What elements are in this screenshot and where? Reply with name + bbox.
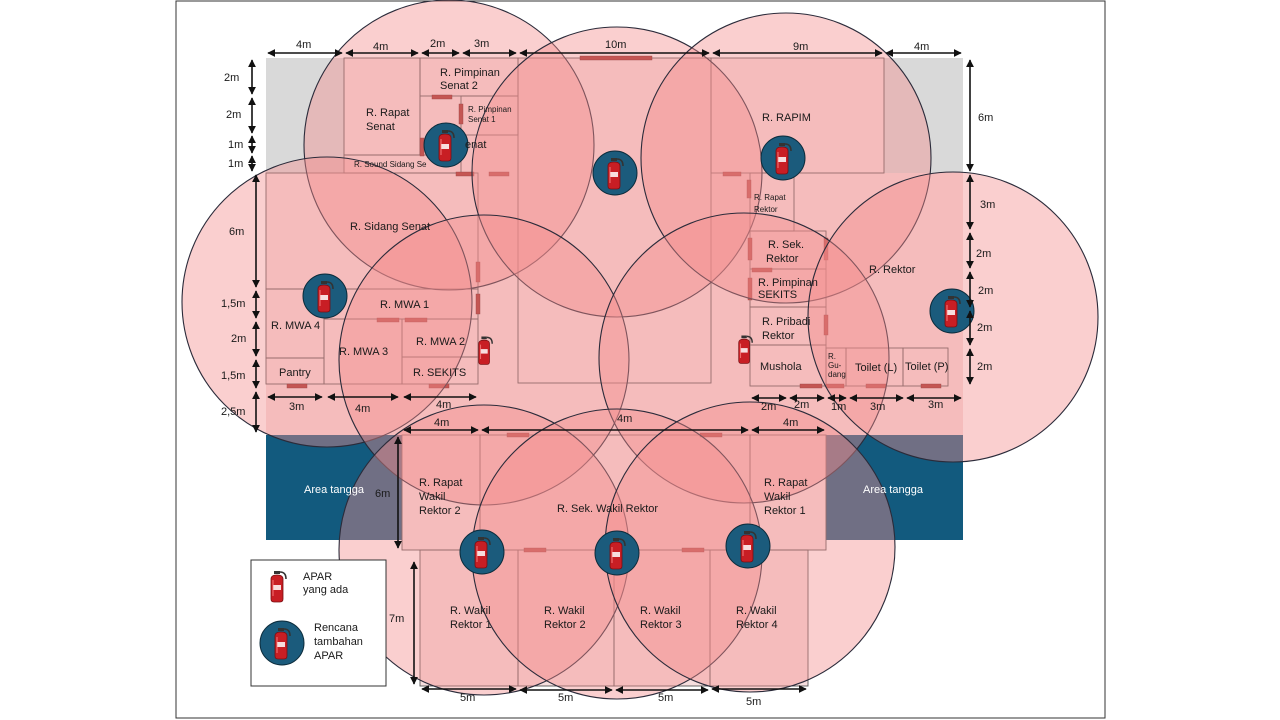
room-label: R. MWA 3 xyxy=(339,346,388,358)
room-label: R. MWA 1 xyxy=(380,299,429,311)
room-label: Toilet (L) xyxy=(855,362,897,374)
apar-planned-icon xyxy=(592,150,638,196)
dimension-label: 1,5m xyxy=(221,298,245,310)
room-label: Mushola xyxy=(760,361,802,373)
stair-area-left xyxy=(266,435,402,540)
dimension-label: 1m xyxy=(831,401,846,413)
room-label: R.Gu-dang xyxy=(828,352,846,379)
apar-planned-icon xyxy=(459,529,505,575)
dimension-label: 1m xyxy=(228,139,243,151)
dimension-label: 9m xyxy=(793,41,808,53)
dimension-label: 2m xyxy=(978,285,993,297)
stair-area-right xyxy=(826,435,963,540)
room-label: R. Sek.Rektor xyxy=(766,239,804,265)
apar-planned-icon xyxy=(760,135,806,181)
dimension-label: 2m xyxy=(976,248,991,260)
dimension-label: 4m xyxy=(355,403,370,415)
room-label: R. MWA 4 xyxy=(271,320,320,332)
dimension-label: 4m xyxy=(434,417,449,429)
room-label: Toilet (P) xyxy=(905,361,948,373)
doors xyxy=(286,55,942,553)
dimension-label: 3m xyxy=(928,399,943,411)
dimension-label: 4m xyxy=(617,413,632,425)
dimension-label: 3m xyxy=(980,199,995,211)
dimension-label: 4m xyxy=(296,39,311,51)
apar-planned-icon xyxy=(302,273,348,319)
dimension-label: 5m xyxy=(746,696,761,708)
dimension-labels: 4m 4m 2m 3m 10m 9m 4m 2m 2m 1m 1m 6m 1,5… xyxy=(221,38,995,708)
apar-planned-icon xyxy=(594,530,640,576)
dimension-label: 1m xyxy=(228,158,243,170)
dimension-label: 5m xyxy=(658,692,673,704)
dimension-label: 10m xyxy=(605,39,626,51)
room-label: Pantry xyxy=(279,367,311,379)
legend: APAR yang ada Rencana tambahan APAR xyxy=(250,559,387,687)
room-label: R. SEKITS xyxy=(413,367,466,379)
apar-planned-icon xyxy=(725,523,771,569)
dimension-label: 2m xyxy=(977,322,992,334)
dimension-label: 4m xyxy=(436,399,451,411)
legend-planned-label: Rencana tambahan APAR xyxy=(314,622,366,662)
room-label: R. Sidang Senat xyxy=(350,221,430,233)
dimension-label: 5m xyxy=(558,692,573,704)
room-label: enat xyxy=(465,139,486,151)
apar-planned-icon xyxy=(929,288,975,334)
apar-planned-markers xyxy=(302,122,975,576)
dimension-label: 1,5m xyxy=(221,370,245,382)
dimension-label: 6m xyxy=(375,488,390,500)
dimension-label: 6m xyxy=(978,112,993,124)
dimension-label: 7m xyxy=(389,613,404,625)
dimension-label: 2m xyxy=(226,109,241,121)
dimension-label: 4m xyxy=(373,41,388,53)
room-label: R. Sek. Wakil Rektor xyxy=(557,503,658,515)
dimension-label: 2m xyxy=(224,72,239,84)
dimension-label: 2m xyxy=(794,399,809,411)
room-label: R. RAPIM xyxy=(762,112,811,124)
dimension-label: 4m xyxy=(783,417,798,429)
dimension-label: 2m xyxy=(761,401,776,413)
apar-planned-icon xyxy=(423,122,469,168)
dimension-label: 3m xyxy=(474,38,489,50)
dimension-label: 6m xyxy=(229,226,244,238)
room-label: Area tangga xyxy=(304,484,365,496)
dimension-label: 2,5m xyxy=(221,406,245,418)
dimension-label: 2m xyxy=(977,361,992,373)
room-label: Area tangga xyxy=(863,484,924,496)
dimension-label: 5m xyxy=(460,692,475,704)
legend-existing-label: APAR yang ada xyxy=(303,571,349,596)
dimension-label: 3m xyxy=(870,401,885,413)
dimension-label: 2m xyxy=(430,38,445,50)
dimension-label: 4m xyxy=(914,41,929,53)
dimension-lines xyxy=(248,49,974,694)
dimension-label: 2m xyxy=(231,333,246,345)
dimension-label: 3m xyxy=(289,401,304,413)
room-label: R. Sound Sidang Se xyxy=(354,160,427,169)
room-label: R. MWA 2 xyxy=(416,336,465,348)
room-label: R. Rektor xyxy=(869,264,916,276)
